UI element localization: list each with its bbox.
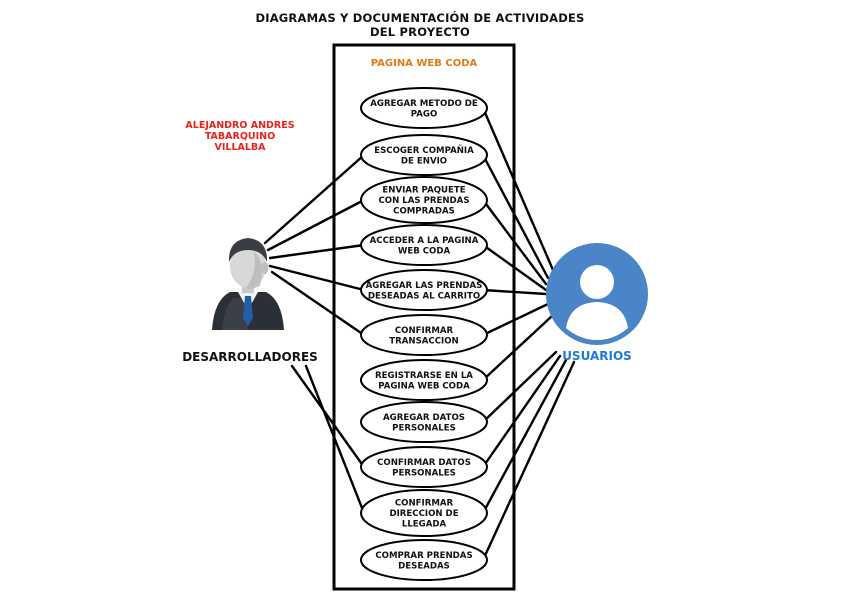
use-case-label: DESEADAS: [398, 561, 450, 571]
author-line-3: VILLALBA: [215, 142, 267, 153]
association-line: [481, 106, 555, 272]
use-case-label: AGREGAR LAS PRENDAS: [366, 281, 483, 291]
diagram-title-line-2: DEL PROYECTO: [370, 25, 470, 39]
author-line-1: ALEJANDRO ANDRES: [185, 120, 294, 131]
association-line: [481, 350, 558, 424]
use-case-label: COMPRAR PRENDAS: [375, 551, 472, 561]
association-line: [481, 314, 554, 382]
use-case-ellipse: [360, 446, 488, 488]
system-boundary: [332, 43, 516, 591]
use-case-label: AGREGAR DATOS: [383, 413, 465, 423]
use-case-label: CON LAS PRENDAS: [378, 196, 469, 206]
use-case-ellipse: [360, 314, 488, 356]
system-title: PAGINA WEB CODA: [371, 58, 478, 69]
use-case-label: DE ENVIO: [401, 156, 447, 166]
diagram-title-line-1: DIAGRAMAS Y DOCUMENTACIÓN DE ACTIVIDADES: [255, 10, 584, 25]
use-case-label: CONFIRMAR: [395, 499, 454, 509]
use-case-label: REGISTRARSE EN LA: [375, 371, 473, 381]
author-line-2: TABARQUINO: [205, 131, 275, 142]
use-case-label: PERSONALES: [392, 423, 456, 433]
use-case-ellipse: [360, 87, 488, 129]
use-case-label: LLEGADA: [402, 520, 447, 530]
use-case-ellipse: [360, 176, 488, 224]
use-case-label: COMPRADAS: [393, 207, 455, 217]
use-case-ellipse: [360, 359, 488, 401]
association-line: [263, 153, 366, 245]
association-line: [481, 360, 576, 562]
use-case-ellipse: [360, 489, 488, 537]
use-case-ellipse: [360, 539, 488, 581]
use-case-label: AGREGAR METODO DE: [370, 99, 478, 109]
association-line: [268, 264, 366, 292]
association-line: [290, 364, 366, 469]
actor-users-label: USUARIOS: [562, 349, 632, 363]
use-case-label: CONFIRMAR DATOS: [377, 458, 471, 468]
use-case-label: TRANSACCION: [389, 336, 458, 346]
businessman-icon: [212, 238, 284, 330]
use-case-label: DIRECCION DE: [389, 509, 458, 519]
use-case-label: ACCEDER A LA PAGINA: [370, 236, 479, 246]
use-case-ellipse: [360, 224, 488, 266]
use-case-label: PERSONALES: [392, 468, 456, 478]
actor-developers-label: DESARROLLADORES: [182, 350, 318, 364]
actor-developers[interactable]: DESARROLLADORES: [182, 238, 318, 364]
use-case-label: ESCOGER COMPAÑIA: [374, 145, 474, 156]
association-line: [268, 243, 366, 260]
use-case-label: PAGO: [411, 109, 438, 119]
actor-users[interactable]: USUARIOS: [546, 243, 648, 363]
use-case-label: PAGINA WEB CODA: [378, 381, 470, 391]
use-case-label: DESEADAS AL CARRITO: [368, 291, 480, 301]
association-line: [481, 358, 568, 515]
use-case-label: ENVIAR PAQUETE: [382, 186, 465, 196]
use-case-ellipse: [360, 269, 488, 311]
association-line: [481, 354, 562, 469]
use-case-ellipse: [360, 134, 488, 176]
use-case-ellipse: [360, 401, 488, 443]
user-avatar-icon: [546, 243, 648, 345]
use-case-label: WEB CODA: [398, 246, 451, 256]
association-line: [270, 270, 366, 337]
association-line: [266, 198, 366, 252]
use-case-label: CONFIRMAR: [395, 326, 454, 336]
